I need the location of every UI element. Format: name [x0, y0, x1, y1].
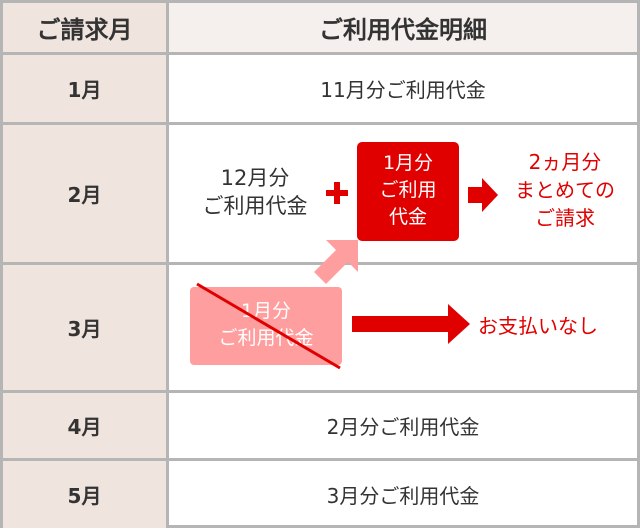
table-row: 4月 2月分ご利用代金: [3, 393, 637, 461]
detail-cell: 3月分ご利用代金: [326, 484, 480, 508]
header-detail: ご利用代金明細: [169, 3, 637, 52]
table-row: 5月 3月分ご利用代金: [3, 461, 637, 528]
previous-month-charge: 12月分 ご利用代金: [185, 164, 325, 220]
month-cell: 5月: [3, 461, 169, 528]
deferred-charge-box: 1月分 ご利用 代金: [357, 142, 459, 241]
arrow-up-right-icon: [314, 240, 358, 284]
strikethrough-line: [196, 282, 341, 370]
detail-cell: 2月分ご利用代金: [326, 415, 480, 439]
text-line: ご請求: [535, 206, 595, 230]
text-line: ご利用代金: [202, 194, 308, 218]
text-line: 代金: [388, 206, 427, 228]
month-cell: 3月: [3, 265, 169, 390]
text-line: 2ヵ月分: [528, 150, 602, 174]
table-row: 3月: [3, 265, 637, 393]
combined-billing-text: 2ヵ月分 まとめての ご請求: [500, 148, 630, 232]
cancelled-charge-box: 1月分 ご利用代金: [190, 287, 342, 365]
text-line: 1月分: [382, 152, 434, 174]
month-cell: 1月: [3, 55, 169, 122]
header-month: ご請求月: [3, 3, 169, 52]
table-row: 2月: [3, 125, 637, 265]
plus-icon: [326, 182, 348, 204]
no-payment-text: お支払いなし: [478, 314, 598, 338]
text-line: まとめての: [515, 178, 615, 202]
table-row: 1月 11月分ご利用代金: [3, 55, 637, 125]
month-cell: 4月: [3, 393, 169, 458]
text-line: ご利用代金: [218, 327, 314, 349]
arrow-right-icon: [352, 304, 470, 344]
arrow-right-icon: [468, 178, 498, 212]
text-line: 12月分: [220, 166, 290, 190]
text-line: ご利用: [379, 179, 437, 201]
table-header: ご請求月 ご利用代金明細: [3, 3, 637, 55]
detail-cell: 11月分ご利用代金: [320, 78, 486, 102]
month-cell: 2月: [3, 125, 169, 262]
